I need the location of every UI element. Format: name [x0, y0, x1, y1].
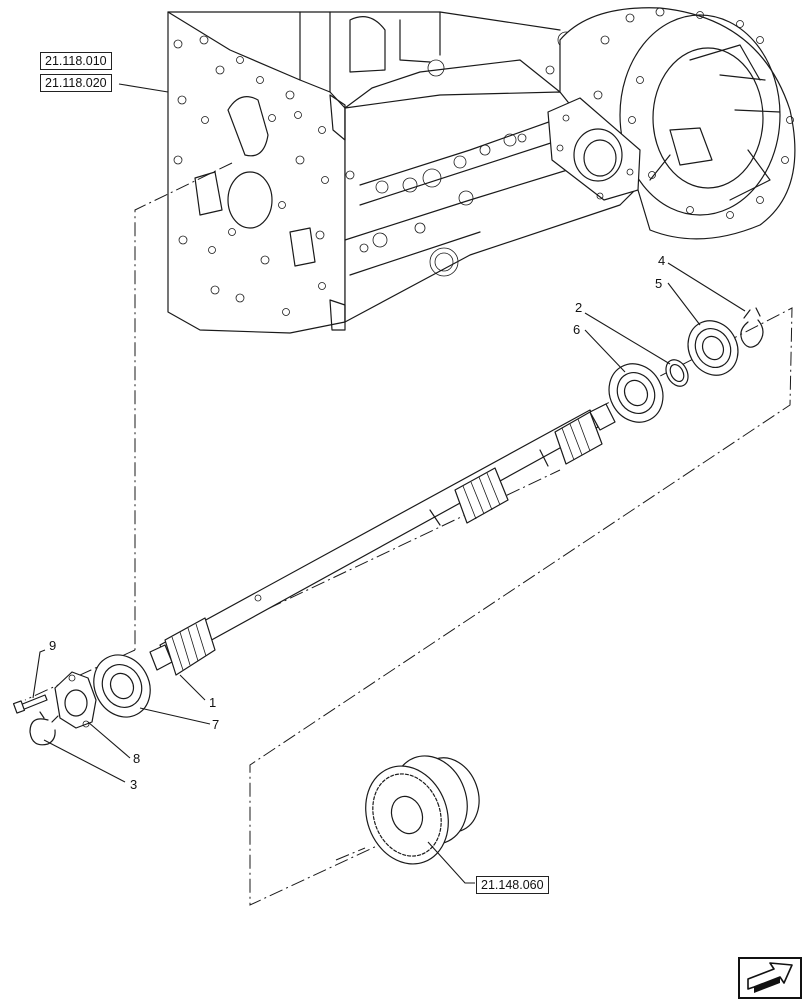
bearing-part-7 [93, 654, 151, 718]
transmission-housing [167, 7, 796, 334]
reference-link-21-148-060[interactable]: 21.148.060 [476, 876, 549, 894]
bearing-part-5 [687, 320, 739, 376]
circlip-part-3 [29, 711, 59, 746]
callout-3: 3 [130, 777, 137, 792]
callout-7: 7 [212, 717, 219, 732]
bolt-part-9 [12, 694, 48, 714]
reference-link-21-118-020[interactable]: 21.118.020 [40, 74, 112, 92]
bearing-part-6 [608, 363, 664, 423]
reference-link-21-118-010[interactable]: 21.118.010 [40, 52, 112, 70]
callout-5: 5 [655, 276, 662, 291]
gear-assembly [365, 755, 480, 865]
next-page-arrow-icon [747, 962, 793, 993]
flange-part-8 [54, 671, 97, 729]
callout-6: 6 [573, 322, 580, 337]
ring-part-2 [665, 359, 689, 387]
callout-4: 4 [658, 253, 665, 268]
callout-numbers: 1 2 3 4 5 6 7 8 9 [49, 253, 665, 792]
callout-9: 9 [49, 638, 56, 653]
circlip-part-4 [740, 307, 764, 348]
callout-8: 8 [133, 751, 140, 766]
shaft-part-1 [149, 403, 616, 676]
callout-2: 2 [575, 300, 582, 315]
callout-1: 1 [209, 695, 216, 710]
next-page-button[interactable] [738, 957, 802, 999]
leader-lines [32, 83, 746, 884]
